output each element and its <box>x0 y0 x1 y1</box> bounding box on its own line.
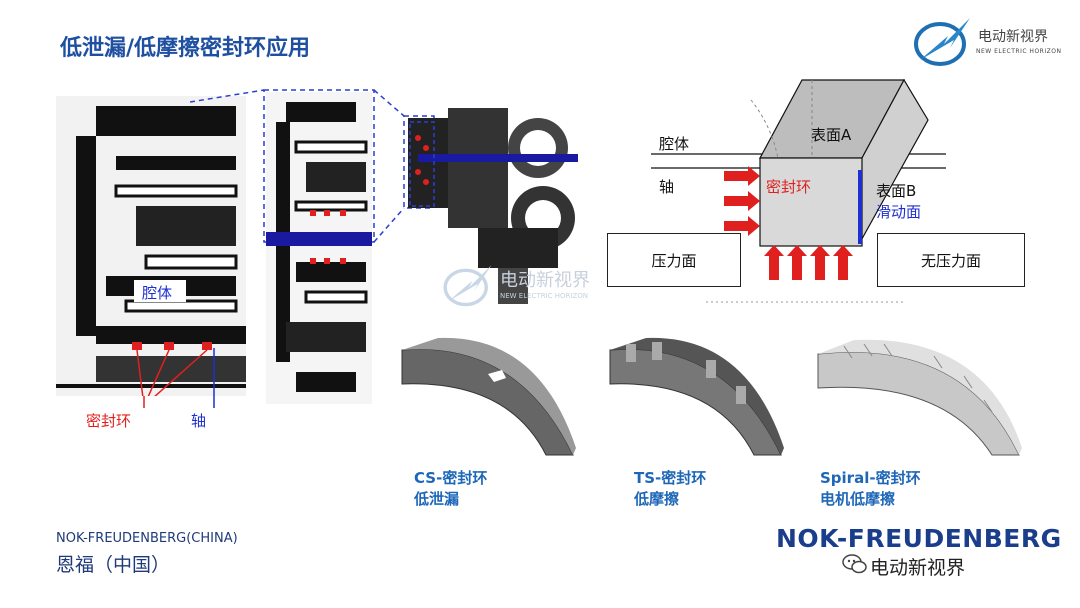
company-name-en: NOK-FREUDENBERG(CHINA) <box>56 531 238 546</box>
brand-name-cn: 电动新视界 <box>978 29 1048 45</box>
company-name-cn: 恩福（中国） <box>56 554 171 576</box>
wechat-icon <box>842 554 867 574</box>
shaft-label-right: 轴 <box>659 178 675 196</box>
page-title: 低泄漏/低摩擦密封环应用 <box>60 36 311 61</box>
cavity-label-left: 腔体 <box>142 284 173 302</box>
transmission-section-mid <box>266 92 372 404</box>
transmission-section-zoom <box>56 96 246 396</box>
watermark-logo-icon <box>443 265 492 307</box>
dotted-divider <box>706 301 906 303</box>
seal-label-left: 密封环 <box>86 412 132 430</box>
spiral-ring-name: Spiral-密封环 <box>820 469 921 487</box>
watermark-en: NEW ELECTRIC HORIZON <box>500 292 588 300</box>
ts-ring-image <box>609 337 784 456</box>
spiral-ring-desc: 电机低摩擦 <box>820 490 896 508</box>
spiral-ring-image <box>817 339 1022 456</box>
no-pressure-side-box: 无压力面 <box>877 233 1025 287</box>
ts-ring-name: TS-密封环 <box>634 469 707 487</box>
nok-freudenberg-logo: NOK-FREUDENBERG <box>776 524 1062 553</box>
surface-a-label: 表面A <box>811 126 852 144</box>
brand-name-en: NEW ELECTRIC HORIZON <box>976 48 1062 55</box>
brand-logo-icon <box>914 18 970 66</box>
surface-b-label: 表面B <box>876 182 917 200</box>
wechat-account-name: 电动新视界 <box>870 557 966 579</box>
cs-ring-image <box>401 337 576 456</box>
cs-ring-name: CS-密封环 <box>414 469 488 487</box>
seal-pointer-lines <box>143 396 215 408</box>
cavity-label-right: 腔体 <box>659 135 690 153</box>
transmission-full <box>408 108 578 304</box>
watermark-cn: 电动新视界 <box>500 270 590 291</box>
pressure-side-box: 压力面 <box>607 233 741 287</box>
seal-label-right: 密封环 <box>766 178 812 196</box>
cs-ring-desc: 低泄漏 <box>414 490 460 508</box>
ts-ring-desc: 低摩擦 <box>634 490 680 508</box>
seal-principle-diagram <box>651 78 946 280</box>
sliding-surface-label: 滑动面 <box>876 203 922 221</box>
shaft-label-left: 轴 <box>191 412 207 430</box>
